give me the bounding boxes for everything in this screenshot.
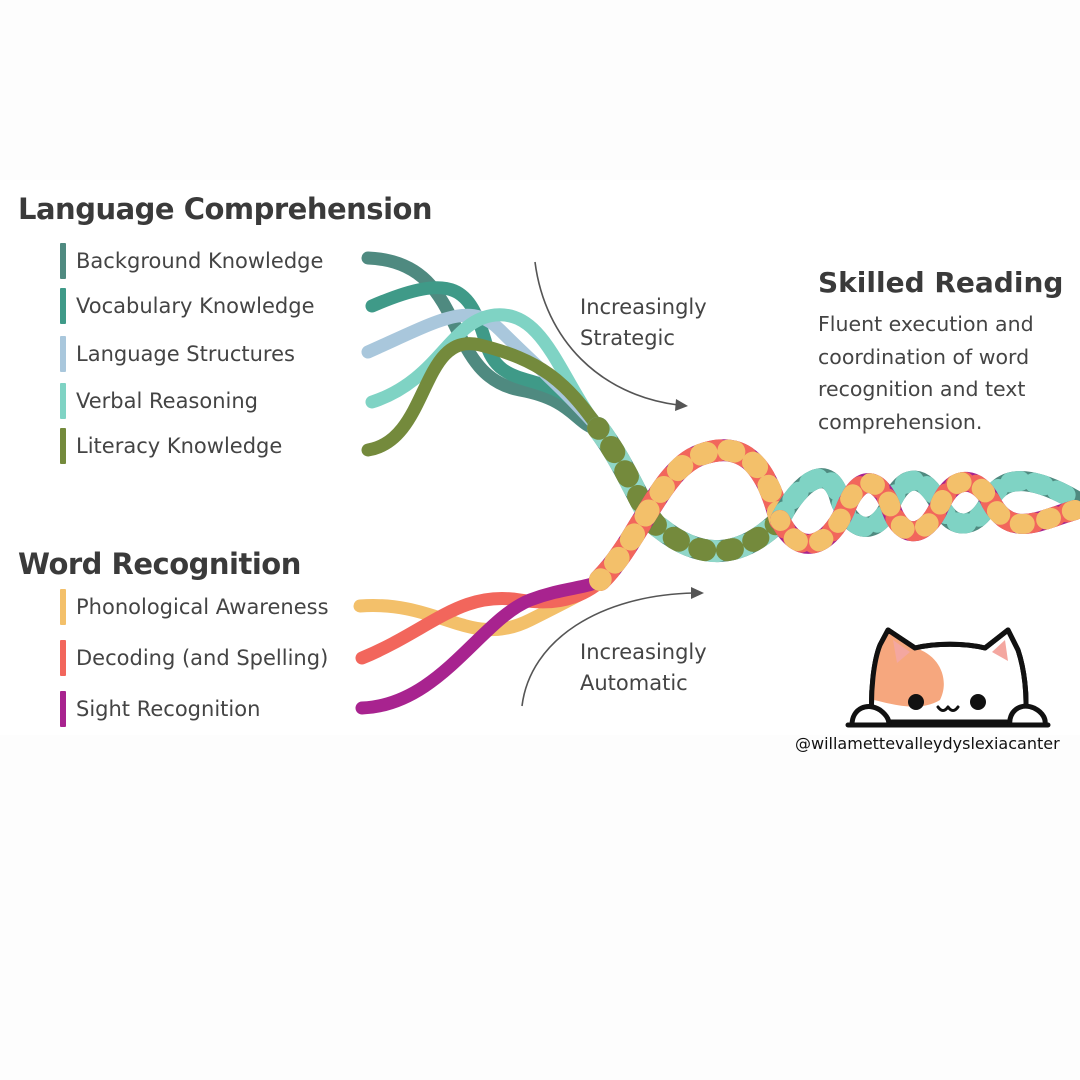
strategic-label-line1: Increasingly <box>580 295 707 319</box>
strand-literacy-knowledge <box>361 337 607 457</box>
list-item: Literacy Knowledge <box>60 428 282 464</box>
strategic-arrow <box>534 261 688 411</box>
color-bar <box>60 691 66 727</box>
item-label: Language Structures <box>76 342 295 366</box>
color-bar <box>60 288 66 324</box>
color-bar <box>60 383 66 419</box>
item-label: Literacy Knowledge <box>76 434 283 458</box>
word-braid <box>589 439 791 591</box>
automatic-label: Increasingly Automatic <box>580 637 707 699</box>
item-label: Decoding (and Spelling) <box>76 646 329 670</box>
color-bar <box>60 336 66 372</box>
item-label: Background Knowledge <box>76 249 324 273</box>
strand-sight-recognition <box>355 568 617 715</box>
strand-verbal-reasoning <box>365 308 607 437</box>
color-bar <box>60 640 66 676</box>
list-item: Sight Recognition <box>60 691 260 727</box>
language-comprehension-title: Language Comprehension <box>18 192 433 226</box>
word-recognition-title: Word Recognition <box>18 547 301 581</box>
automatic-label-line2: Automatic <box>580 671 688 695</box>
strategic-label-line2: Strategic <box>580 326 675 350</box>
color-bar <box>60 243 66 279</box>
strand-background-knowledge <box>361 251 607 437</box>
language-strands <box>361 251 607 457</box>
language-braid <box>587 417 791 563</box>
color-bar <box>60 589 66 625</box>
automatic-label-line1: Increasingly <box>580 640 707 664</box>
skilled-rope <box>770 468 1080 554</box>
list-item: Background Knowledge <box>60 243 323 279</box>
list-item: Decoding (and Spelling) <box>60 640 328 676</box>
skilled-reading-title: Skilled Reading <box>818 266 1064 299</box>
skilled-reading-description: Fluent execution and coordination of wor… <box>818 312 1034 434</box>
word-strands <box>353 568 617 715</box>
item-label: Verbal Reasoning <box>76 389 259 413</box>
strategic-label: Increasingly Strategic <box>580 292 707 354</box>
list-item: Language Structures <box>60 336 295 372</box>
item-label: Sight Recognition <box>76 697 261 721</box>
cat-peeking-icon <box>845 627 1051 728</box>
item-label: Phonological Awareness <box>76 595 329 619</box>
list-item: Vocabulary Knowledge <box>60 288 315 324</box>
list-item: Phonological Awareness <box>60 589 329 625</box>
watermark-handle: @willamettevalleydyslexiacanter <box>795 734 1060 753</box>
automatic-arrow <box>521 587 704 707</box>
color-bar <box>60 428 66 464</box>
item-label: Vocabulary Knowledge <box>76 294 315 318</box>
list-item: Verbal Reasoning <box>60 383 258 419</box>
